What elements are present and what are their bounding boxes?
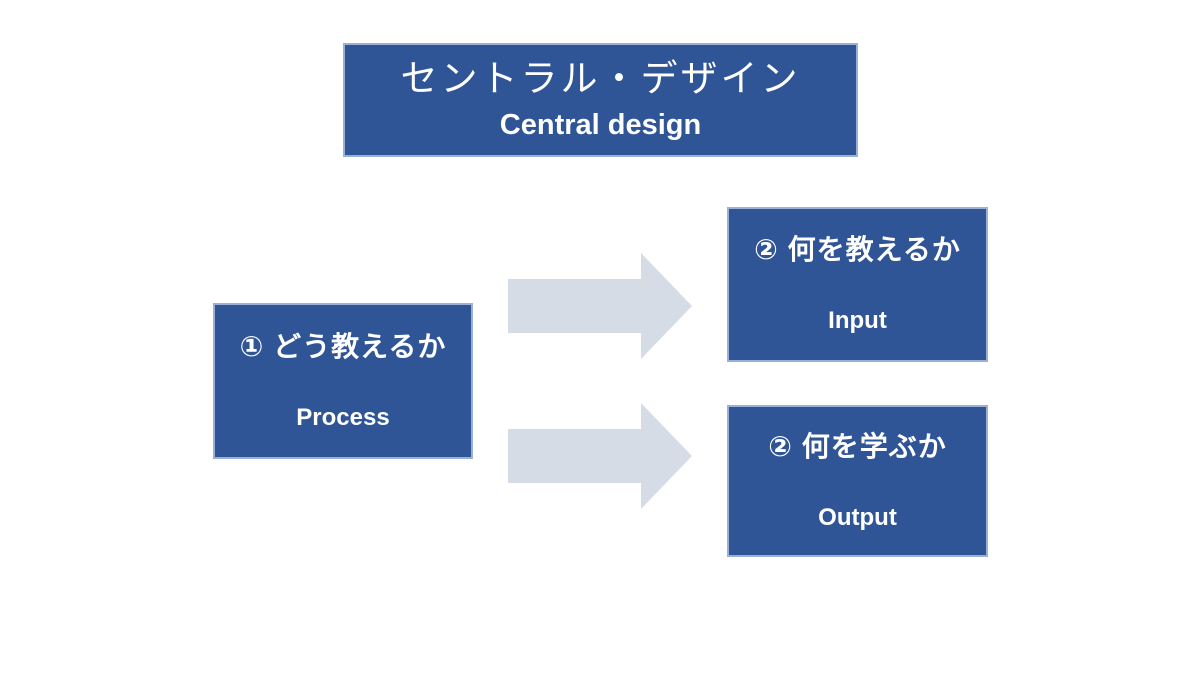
right-arrow-bottom-icon xyxy=(508,403,692,509)
input-box: ② 何を教えるか Input xyxy=(727,207,988,362)
process-japanese-label: ① どう教えるか xyxy=(239,330,447,362)
output-box: ② 何を学ぶか Output xyxy=(727,405,988,557)
output-japanese-label: ② 何を学ぶか xyxy=(768,430,947,462)
title-box: セントラル・デザイン Central design xyxy=(343,43,858,157)
process-english-label: Process xyxy=(296,403,390,431)
input-japanese-label: ② 何を教えるか xyxy=(754,234,961,265)
process-box: ① どう教えるか Process xyxy=(213,303,473,459)
output-english-label: Output xyxy=(818,503,897,531)
input-english-label: Input xyxy=(828,307,887,334)
right-arrow-top-icon xyxy=(508,253,692,359)
title-japanese-label: セントラル・デザイン xyxy=(400,58,801,99)
title-english-label: Central design xyxy=(499,109,702,141)
